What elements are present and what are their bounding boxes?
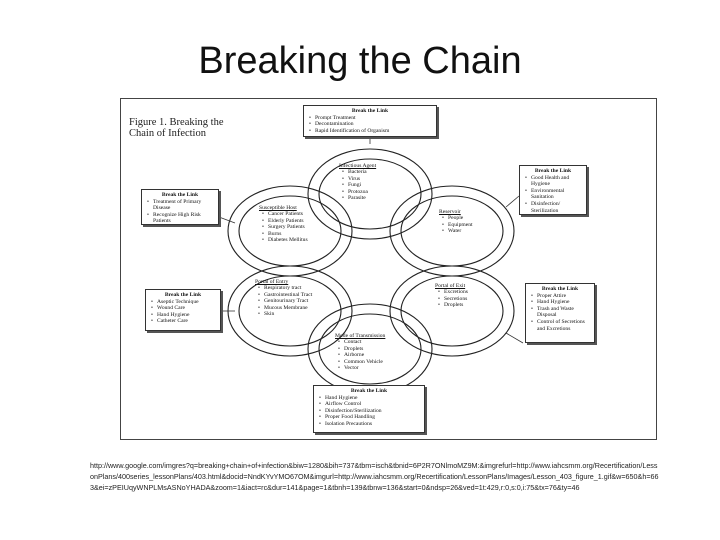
box-item: Proper Attire <box>531 293 591 300</box>
ring-item: Elderly Patients <box>262 218 335 225</box>
box-item: Decontamination <box>309 121 433 128</box>
break-link-box-top: Break the Link Prompt Treatment Decontam… <box>303 105 437 137</box>
box-item: Disinfection/ Sterilization <box>525 201 583 214</box>
ring-item: Gastrointestinal Tract <box>258 292 335 299</box>
ring-mode-of-transmission: Mode of Transmission Contact Droplets Ai… <box>335 333 411 372</box>
box-item: Disinfection/Sterilization <box>319 408 421 415</box>
chain-rings-graphic <box>218 135 524 401</box>
ring-portal-of-exit: Portal of Exit Excretions Secretions Dro… <box>435 283 495 309</box>
box-item: Catheter Care <box>151 318 217 325</box>
box-heading: Break the Link <box>351 108 389 114</box>
box-heading: Break the Link <box>541 286 579 292</box>
ring-item: Skin <box>258 311 335 318</box>
box-item: Treatment of Primary Disease <box>147 199 215 212</box>
box-item: Prompt Treatment <box>309 115 433 122</box>
ring-heading: Reservoir <box>439 209 461 215</box>
ring-item: Common Vehicle <box>338 359 411 366</box>
ring-item: Bacteria <box>342 169 409 176</box>
source-url[interactable]: http://www.google.com/imgres?q=breaking+… <box>90 461 659 492</box>
box-item: Recognize High Risk Patients <box>147 212 215 225</box>
break-link-box-lower-right: Break the Link Proper Attire Hand Hygien… <box>525 283 595 343</box>
ring-heading: Susceptible Host <box>259 205 297 211</box>
box-item: Proper Food Handling <box>319 414 421 421</box>
box-heading: Break the Link <box>164 292 202 298</box>
ring-item: Equipment <box>442 222 495 229</box>
ring-item: People <box>442 215 495 222</box>
ring-item: Vector <box>338 365 411 372</box>
figure-caption: Figure 1. Breaking the Chain of Infectio… <box>129 117 279 139</box>
box-item: Environmental Sanitation <box>525 188 583 201</box>
ring-heading: Infectious Agent <box>339 163 377 169</box>
ring-item: Airborne <box>338 352 411 359</box>
box-item: Good Health and Hygiene <box>525 175 583 188</box>
ring-item: Protozoa <box>342 189 409 196</box>
ring-item: Excretions <box>438 289 495 296</box>
ring-item: Contact <box>338 339 411 346</box>
ring-reservoir: Reservoir People Equipment Water <box>439 209 495 235</box>
box-item: Rapid Identification of Organism <box>309 128 433 135</box>
ring-item: Mucous Membrane <box>258 305 335 312</box>
ring-heading: Mode of Transmission <box>335 333 386 339</box>
box-item: Control of Secretions and Excretions <box>531 319 591 332</box>
box-item: Aseptic Technique <box>151 299 217 306</box>
figure-caption-line: Figure 1. Breaking the <box>129 117 224 128</box>
ring-infectious-agent: Infectious Agent Bacteria Virus Fungi Pr… <box>339 163 409 202</box>
box-item: Wound Care <box>151 305 217 312</box>
slide-title: Breaking the Chain <box>198 40 522 82</box>
chain-of-infection-figure: Figure 1. Breaking the Chain of Infectio… <box>120 98 657 440</box>
break-link-box-bottom: Break the Link Hand Hygiene Airflow Cont… <box>313 385 425 433</box>
ring-heading: Portal of Entry <box>255 279 289 285</box>
box-heading: Break the Link <box>161 192 199 198</box>
box-item: Hand Hygiene <box>319 395 421 402</box>
box-item: Hand Hygiene <box>151 312 217 319</box>
ring-item: Genitourinary Tract <box>258 298 335 305</box>
ring-item: Respiratory tract <box>258 285 335 292</box>
ring-item: Droplets <box>438 302 495 309</box>
ring-item: Surgery Patients <box>262 224 335 231</box>
box-item: Airflow Control <box>319 401 421 408</box>
break-link-box-upper-right: Break the Link Good Health and Hygiene E… <box>519 165 587 215</box>
ring-susceptible-host: Susceptible Host Cancer Patients Elderly… <box>259 205 335 244</box>
box-heading: Break the Link <box>534 168 572 174</box>
ring-heading: Portal of Exit <box>435 283 466 289</box>
box-heading: Break the Link <box>350 388 388 394</box>
ring-item: Parasite <box>342 195 409 202</box>
break-link-box-upper-left: Break the Link Treatment of Primary Dise… <box>141 189 219 225</box>
ring-item: Diabetes Mellitus <box>262 237 335 244</box>
ring-item: Virus <box>342 176 409 183</box>
ring-item: Water <box>442 228 495 235</box>
ring-item: Secretions <box>438 296 495 303</box>
ring-item: Droplets <box>338 346 411 353</box>
ring-item: Burns <box>262 231 335 238</box>
ring-portal-of-entry: Portal of Entry Respiratory tract Gastro… <box>255 279 335 318</box>
box-item: Hand Hygiene <box>531 299 591 306</box>
box-item: Trash and Waste Disposal <box>531 306 591 319</box>
ring-item: Fungi <box>342 182 409 189</box>
ring-item: Cancer Patients <box>262 211 335 218</box>
break-link-box-lower-left: Break the Link Aseptic Technique Wound C… <box>145 289 221 331</box>
figure-caption-line: Chain of Infection <box>129 128 206 139</box>
box-item: Isolation Precautions <box>319 421 421 428</box>
